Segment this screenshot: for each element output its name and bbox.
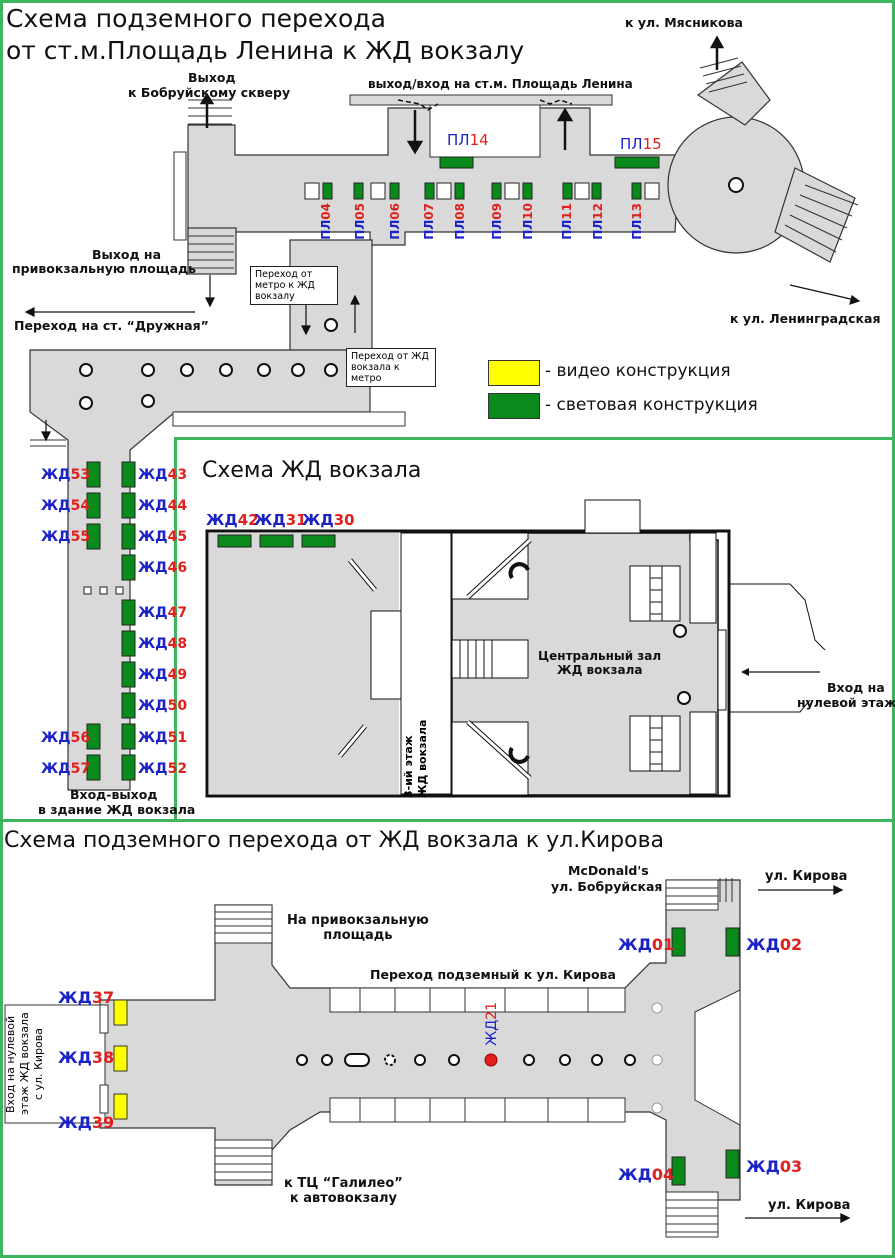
code-zd42: ЖД42 — [206, 511, 259, 529]
label-kirova-bottom: ул. Кирова — [768, 1198, 851, 1213]
metro-underpass-plan — [24, 35, 861, 791]
label-galileo: к ТЦ “Галилео”к автовокзалу — [284, 1176, 403, 1206]
section2-title: Схема ЖД вокзала — [202, 458, 422, 483]
code-zd04: ЖД04 — [618, 1165, 675, 1184]
label-druzhnaya: Переход на ст. “Дружная” — [14, 318, 209, 333]
code-zd21: ЖД21 — [484, 1002, 500, 1046]
box-station-to-metro: Переход от ЖД вокзала к метро — [346, 348, 436, 387]
label-zero-floor-1: Вход на — [827, 680, 885, 695]
code-zd43: ЖД43 — [138, 467, 188, 483]
label-bobruisk-exit-2: к Бобруйскому скверу — [128, 85, 291, 100]
code-zd30: ЖД30 — [302, 511, 355, 529]
code-zd38: ЖД38 — [58, 1048, 115, 1067]
code-zd39: ЖД39 — [58, 1113, 115, 1132]
code-zd03: ЖД03 — [746, 1157, 803, 1176]
station-plan — [205, 499, 826, 798]
code-zd57: ЖД57 — [41, 761, 91, 777]
code-pl15: ПЛ15 — [620, 135, 662, 153]
label-leningradskaya: к ул. Ленинградская — [730, 311, 881, 326]
code-zd50: ЖД50 — [138, 698, 188, 714]
legend-video-swatch — [488, 360, 540, 386]
label-metro-exit: выход/вход на ст.м. Площадь Ленина — [368, 77, 633, 91]
code-pl14: ПЛ14 — [447, 131, 489, 149]
label-central-hall-1: Центральный зал — [538, 649, 662, 663]
code-zd56: ЖД56 — [41, 730, 91, 746]
label-central-hall-2: ЖД вокзала — [557, 663, 643, 677]
section1-title-line1: Схема подземного перехода — [6, 4, 386, 33]
label-myasnikova: к ул. Мясникова — [625, 15, 743, 30]
label-mcdonalds-1: McDonald's — [568, 863, 649, 878]
code-zd46: ЖД46 — [138, 560, 188, 576]
legend-light-swatch — [488, 393, 540, 419]
label-tunnel: Переход подземный к ул. Кирова — [370, 967, 616, 982]
label-entrance-1: Вход-выход — [70, 787, 158, 802]
code-zd52: ЖД52 — [138, 761, 188, 777]
code-zd31: ЖД31 — [254, 511, 307, 529]
legend-video-label: - видео конструкция — [545, 361, 731, 381]
code-zd49: ЖД49 — [138, 667, 188, 683]
code-zd01: ЖД01 — [618, 935, 675, 954]
label-kirova-top: ул. Кирова — [765, 869, 848, 884]
section-kirova-frame — [0, 819, 895, 1258]
label-entrance-2: в здание ЖД вокзала — [38, 802, 196, 817]
label-privokzal-1: Выход на — [92, 247, 162, 262]
code-zd48: ЖД48 — [138, 636, 188, 652]
label-privokzal-2: привокзальную площадь — [12, 261, 197, 276]
code-zd53: ЖД53 — [41, 467, 91, 483]
code-zd44: ЖД44 — [138, 498, 188, 514]
code-zd45: ЖД45 — [138, 529, 188, 545]
code-zd55: ЖД55 — [41, 529, 91, 545]
label-mcdonalds-2: ул. Бобруйская — [551, 879, 663, 894]
code-zd02: ЖД02 — [746, 935, 803, 954]
label-zero-floor-2: нулевой этаж — [797, 695, 895, 710]
code-zd37: ЖД37 — [58, 988, 115, 1007]
section3-title: Схема подземного перехода от ЖД вокзала … — [4, 828, 665, 853]
section1-title-line2: от ст.м.Площадь Ленина к ЖД вокзалу — [6, 36, 525, 65]
label-bobruisk-exit-1: Выход — [188, 70, 236, 85]
code-zd54: ЖД54 — [41, 498, 91, 514]
legend-light-label: - световая конструкция — [545, 395, 758, 415]
code-zd51: ЖД51 — [138, 730, 188, 746]
code-zd47: ЖД47 — [138, 605, 188, 621]
box-metro-to-station: Переход от метро к ЖД вокзалу — [250, 266, 338, 305]
